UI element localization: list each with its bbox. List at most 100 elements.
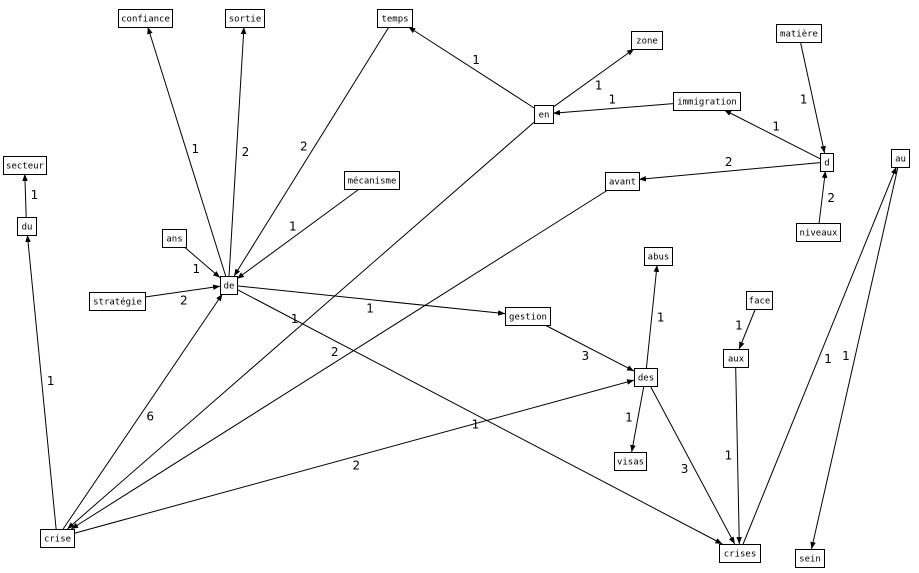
edge-weight-label: 1 (291, 312, 299, 326)
node-label: temps (381, 15, 408, 25)
edge-weight-label: 2 (242, 145, 250, 159)
edge-weight-label: 3 (582, 349, 590, 363)
edge-gestion-to-des (544, 324, 635, 372)
node-strategie: stratégie (89, 292, 146, 311)
node-gestion: gestion (505, 307, 551, 326)
node-avant: avant (605, 172, 640, 191)
node-des: des (634, 368, 658, 387)
edge-weight-label: 1 (657, 310, 665, 324)
node-label: zone (636, 37, 658, 47)
edge-weight-label: 1 (772, 119, 780, 133)
edge-immigration-to-en (552, 103, 674, 116)
edge-au-to-sein (810, 166, 899, 550)
node-box (820, 153, 834, 172)
edge-en-to-zone (552, 48, 635, 108)
edge-en-to-crise (66, 121, 535, 530)
node-box (225, 9, 265, 28)
node-box (344, 171, 400, 190)
node-label: stratégie (93, 297, 142, 308)
edge-en-to-temps (408, 26, 535, 109)
node-sein: sein (795, 549, 825, 568)
edge-crise-to-du (25, 234, 57, 530)
node-d: d (820, 153, 834, 172)
edge-de-to-confiance (147, 26, 227, 277)
edge-de-to-crises (236, 289, 723, 545)
edge-weight-label: 1 (472, 418, 480, 432)
node-box (3, 156, 47, 175)
node-box (614, 452, 647, 471)
edge-weight-label: 1 (366, 302, 374, 316)
node-immigration: immigration (673, 92, 741, 111)
edge-weight-label: 1 (735, 319, 743, 333)
edge-weight-label: 1 (193, 262, 201, 276)
edge-weight-label: 1 (472, 53, 480, 67)
node-box (673, 92, 741, 111)
node-temps: temps (377, 9, 413, 28)
node-box (89, 292, 146, 311)
node-label: sein (799, 555, 821, 565)
edge-crises-to-au (742, 166, 897, 545)
node-box (605, 172, 640, 191)
edge-weight-label: 1 (824, 352, 832, 366)
edge-weight-label: 2 (827, 191, 835, 205)
node-aux: aux (723, 349, 749, 368)
edge-des-to-visas (630, 385, 645, 453)
node-de: de (220, 276, 238, 295)
edge-weight-label: 1 (842, 349, 850, 363)
edge-weight-label: 2 (331, 345, 339, 359)
node-label: abus (648, 253, 670, 263)
edge-weight-label: 1 (725, 449, 733, 463)
edge-d-to-avant (638, 162, 821, 182)
node-label: niveaux (800, 229, 839, 239)
node-label: face (749, 297, 771, 307)
edge-face-to-aux (738, 308, 756, 350)
edge-strategie-to-de (144, 284, 221, 298)
node-label: visas (617, 458, 644, 468)
node-face: face (746, 291, 773, 310)
edges-layer (22, 26, 899, 550)
edge-de-to-gestion (236, 285, 506, 316)
node-box (795, 549, 825, 568)
edge-weight-label: 3 (681, 462, 689, 476)
node-mecanisme: mécanisme (344, 171, 400, 190)
node-box (644, 247, 673, 266)
node-visas: visas (614, 452, 647, 471)
edge-d-to-immigration (723, 109, 821, 160)
edge-mecanisme-to-de (236, 188, 360, 280)
node-box (719, 544, 761, 563)
edge-de-to-sortie (228, 26, 247, 277)
edge-crise-to-des (73, 379, 635, 534)
node-label: d (824, 159, 829, 169)
node-sortie: sortie (225, 9, 265, 28)
node-label: avant (609, 178, 636, 188)
node-box (634, 368, 658, 387)
node-zone: zone (631, 31, 663, 50)
node-label: ans (166, 235, 182, 245)
node-box (891, 149, 910, 168)
node-label: du (22, 223, 33, 233)
edge-weight-label: 1 (595, 78, 603, 92)
edge-aux-to-crises (735, 366, 742, 545)
node-box (40, 529, 75, 548)
edge-des-to-crises (649, 385, 736, 545)
edge-weight-label: 1 (31, 188, 39, 202)
node-du: du (17, 217, 37, 236)
edge-matiere-to-d (799, 41, 826, 154)
node-confiance: confiance (118, 9, 173, 28)
edge-weight-label: 2 (353, 458, 361, 472)
node-label: secteur (6, 162, 45, 172)
edge-avant-to-crise (70, 189, 609, 530)
edge-niveaux-to-d (818, 170, 828, 224)
node-en: en (534, 105, 554, 124)
node-box (746, 291, 773, 310)
node-secteur: secteur (3, 156, 47, 175)
node-box (505, 307, 551, 326)
node-niveaux: niveaux (796, 223, 841, 242)
node-label: mécanisme (348, 176, 397, 187)
node-label: en (539, 111, 550, 121)
node-box (118, 9, 173, 28)
node-matiere: matière (776, 24, 822, 43)
node-label: gestion (509, 313, 547, 323)
node-box (534, 105, 554, 124)
